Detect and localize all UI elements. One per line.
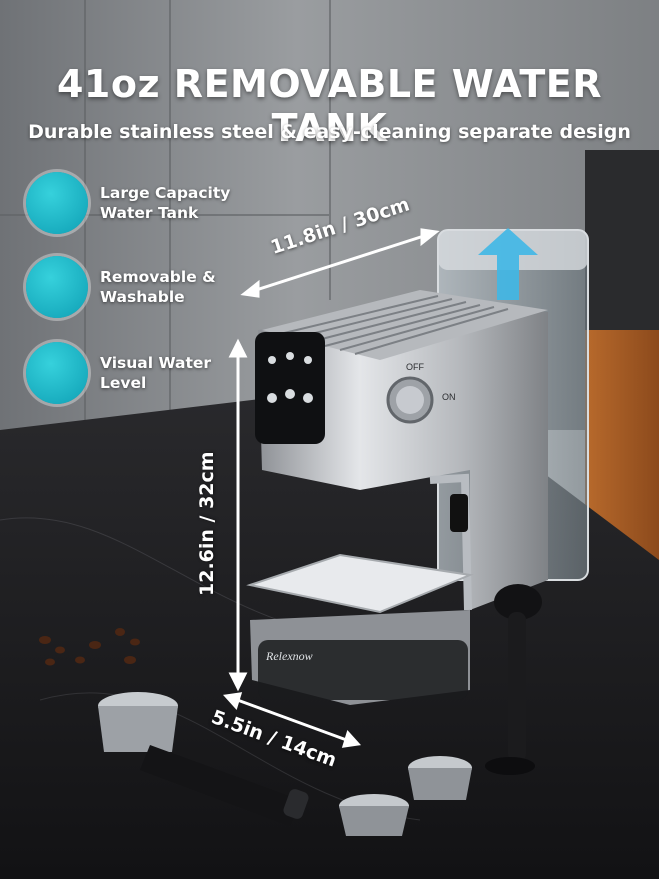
coffee-beans [39, 628, 140, 666]
feature-visual-level: Visual Water Level [26, 342, 211, 404]
lift-arrow-icon [478, 228, 538, 300]
tamper [485, 584, 542, 775]
feature-1-line-2: Water Tank [100, 204, 199, 222]
feature-removable: Removable & Washable [26, 256, 216, 318]
water-tank-icon-badge [26, 172, 88, 234]
subheadline: Durable stainless steel & easy-cleaning … [28, 121, 631, 143]
feature-large-capacity: Large Capacity Water Tank [26, 172, 230, 234]
steam-wand [429, 473, 472, 611]
headline: 41oz REMOVABLE WATER TANK [56, 62, 603, 150]
water-level-drop-icon-badge [26, 342, 88, 404]
feature-3-line-2: Level [100, 374, 147, 392]
feature-2-line-1: Removable & [100, 268, 216, 286]
feature-1-line-1: Large Capacity [100, 184, 231, 202]
portafilter [98, 692, 309, 826]
brand-logo: Relexnow [265, 649, 313, 663]
expand-arrows-icon-badge [26, 256, 88, 318]
dimension-lines [222, 228, 440, 748]
drip-tray-grate [246, 553, 474, 614]
feature-2-line-2: Washable [100, 288, 185, 306]
knob-off-label: OFF [406, 362, 424, 372]
machine-body [258, 300, 548, 610]
control-panel [255, 332, 325, 444]
height-dimension-label: 12.6in / 32cm [196, 451, 218, 596]
filter-baskets [339, 756, 472, 836]
feature-3-line-1: Visual Water [100, 354, 212, 372]
knob-on-label: ON [442, 392, 456, 402]
